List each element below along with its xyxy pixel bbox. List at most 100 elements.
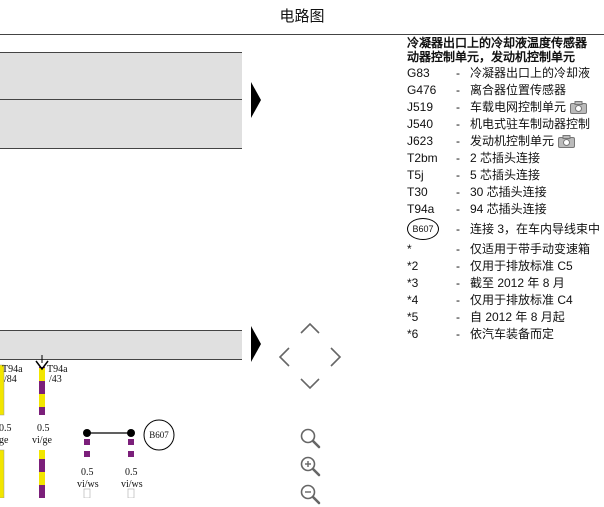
connector-mid-pin: /43 xyxy=(49,374,62,385)
legend-item-desc: 依汽车装备而定 xyxy=(470,327,555,341)
legend-item-dash: - xyxy=(456,83,460,97)
legend-item-desc: 自 2012 年 8 月起 xyxy=(470,310,565,324)
legend-item-desc-wrap: 连接 3，在车内导线束中 xyxy=(470,218,600,240)
legend-item: * -仅适用于带手动变速箱 xyxy=(407,241,604,257)
legend-item-desc-wrap: 30 芯插头连接 xyxy=(470,184,547,200)
legend-item-code: T30 xyxy=(407,185,428,199)
legend-item-dash: - xyxy=(456,327,460,341)
legend-item-desc-wrap: 仅适用于带手动变速箱 xyxy=(470,241,590,257)
legend-item-dash: - xyxy=(456,117,460,131)
wire-left-gauge: 0.5 xyxy=(0,423,12,434)
wire-b2-color: vi/ws xyxy=(121,479,143,490)
legend-item-desc-wrap: 冷凝器出口上的冷却液 xyxy=(470,65,590,81)
chevron-right-icon[interactable] xyxy=(328,345,344,369)
chevron-left-icon[interactable] xyxy=(276,345,292,369)
legend-item: J519 -车载电网控制单元 xyxy=(407,99,604,115)
legend-item: *2-仅用于排放标准 C5 xyxy=(407,258,604,274)
legend-item: G83 -冷凝器出口上的冷却液 xyxy=(407,65,604,81)
legend-item-dash: - xyxy=(456,222,460,236)
legend-item-desc-wrap: 自 2012 年 8 月起 xyxy=(470,309,565,325)
legend-item-desc-wrap: 依汽车装备而定 xyxy=(470,326,554,342)
legend-item-desc-wrap: 车载电网控制单元 xyxy=(470,99,588,115)
zoom-in-icon[interactable] xyxy=(297,453,323,479)
wire-b1-color: vi/ws xyxy=(77,479,99,490)
wire-vi-ws-2 xyxy=(128,437,134,461)
legend-item-dash: - xyxy=(456,276,460,290)
legend-title-line1: 冷凝器出口上的冷却液温度传感器 xyxy=(407,36,588,50)
splice-b607-circle xyxy=(143,419,175,451)
legend-item: *3 -截至 2012 年 8 月 xyxy=(407,275,604,291)
wiring-diagram xyxy=(0,355,175,498)
legend-item-desc-wrap: 仅用于排放标准 C4 xyxy=(470,292,573,308)
legend-item-code: * xyxy=(407,242,412,256)
chevron-down-icon[interactable] xyxy=(298,376,322,392)
legend-item-code: *5 xyxy=(407,310,419,324)
wire-vi-ge-lower xyxy=(39,450,45,498)
legend-item-desc: 连接 3，在车内导线束中 xyxy=(470,222,601,236)
legend-item-code: T94a xyxy=(407,202,435,216)
splice-b607-label: B607 xyxy=(149,430,169,440)
wire-b1-gauge: 0.5 xyxy=(81,467,94,478)
wire-vi-ws-2-lower xyxy=(127,488,135,498)
legend-item-desc-wrap: 离合器位置传感器 xyxy=(470,82,566,98)
legend-item-desc: 94 芯插头连接 xyxy=(470,202,547,216)
legend-item-dash: - xyxy=(456,151,460,165)
wire-left-color: ge xyxy=(0,435,9,446)
legend-item-desc-wrap: 机电式驻车制动器控制 xyxy=(470,116,590,132)
pan-controls xyxy=(272,318,348,394)
wire-vi-ws-1 xyxy=(84,437,90,461)
next-section-arrow-icon[interactable] xyxy=(251,326,261,362)
camera-icon[interactable] xyxy=(558,134,576,148)
legend-item-desc-wrap: 2 芯插头连接 xyxy=(470,150,540,166)
diagram-section-header xyxy=(0,52,242,149)
legend-item-code: T2bm xyxy=(407,151,438,165)
legend-item-dash: - xyxy=(456,310,460,324)
legend-title-line2: 动器控制单元，发动机控制单元 xyxy=(407,50,576,64)
legend-item-code: *6 xyxy=(407,327,419,341)
legend-item-desc: 仅用于排放标准 C5 xyxy=(470,259,573,273)
legend-item-code: J540 xyxy=(407,117,434,131)
legend-item-desc-wrap: 仅用于排放标准 C5 xyxy=(470,258,573,274)
legend-item-dash: - xyxy=(456,242,460,256)
wire-b2-gauge: 0.5 xyxy=(125,467,138,478)
legend-item-dash: - xyxy=(456,185,460,199)
legend-item-dash: - xyxy=(456,100,460,114)
diagram-section-footer xyxy=(0,330,242,360)
legend-item-code: J519 xyxy=(407,100,434,114)
legend-item-code: J623 xyxy=(407,134,434,148)
next-page-arrow-icon[interactable] xyxy=(251,82,261,118)
legend-item: *4 -仅用于排放标准 C4 xyxy=(407,292,604,308)
legend-item-code: G83 xyxy=(407,66,430,80)
legend-item-dash: - xyxy=(456,66,460,80)
connector-left-pin: /84 xyxy=(4,374,17,385)
legend-item-desc-wrap: 94 芯插头连接 xyxy=(470,201,547,217)
connector-mid-name: T94a xyxy=(47,364,68,375)
legend-item-desc: 仅用于排放标准 C4 xyxy=(470,293,573,307)
camera-icon[interactable] xyxy=(570,100,588,114)
legend-item-desc-wrap: 截至 2012 年 8 月 xyxy=(470,275,565,291)
legend-item-dash: - xyxy=(456,134,460,148)
chevron-up-icon[interactable] xyxy=(298,320,322,336)
wire-mid-color: vi/ge xyxy=(32,435,52,446)
legend-item-dash: - xyxy=(456,259,460,273)
page-title: 电路图 xyxy=(0,0,604,35)
legend-item: J540 -机电式驻车制动器控制 xyxy=(407,116,604,132)
legend-item-desc: 发动机控制单元 xyxy=(470,134,555,148)
magnifier-icon[interactable] xyxy=(297,425,323,451)
wire-ge xyxy=(0,364,5,416)
legend-item: T5j-5 芯插头连接 xyxy=(407,167,604,183)
legend-item: T94a -94 芯插头连接 xyxy=(407,201,604,217)
wire-vi-ws-1-lower xyxy=(83,488,91,498)
legend-item: G476-离合器位置传感器 xyxy=(407,82,604,98)
section-divider xyxy=(0,99,242,100)
legend-item-dash: - xyxy=(456,293,460,307)
wire-mid-gauge: 0.5 xyxy=(37,423,50,434)
zoom-out-icon[interactable] xyxy=(297,481,323,507)
legend-item-code: *4 xyxy=(407,293,419,307)
legend-item: *5 -自 2012 年 8 月起 xyxy=(407,309,604,325)
legend-b607-badge: B607 xyxy=(407,218,439,240)
legend-item-dash: - xyxy=(456,202,460,216)
legend-item-code: *3 xyxy=(407,276,419,290)
connector-pin-icon xyxy=(35,360,49,371)
legend-item: T30 -30 芯插头连接 xyxy=(407,184,604,200)
